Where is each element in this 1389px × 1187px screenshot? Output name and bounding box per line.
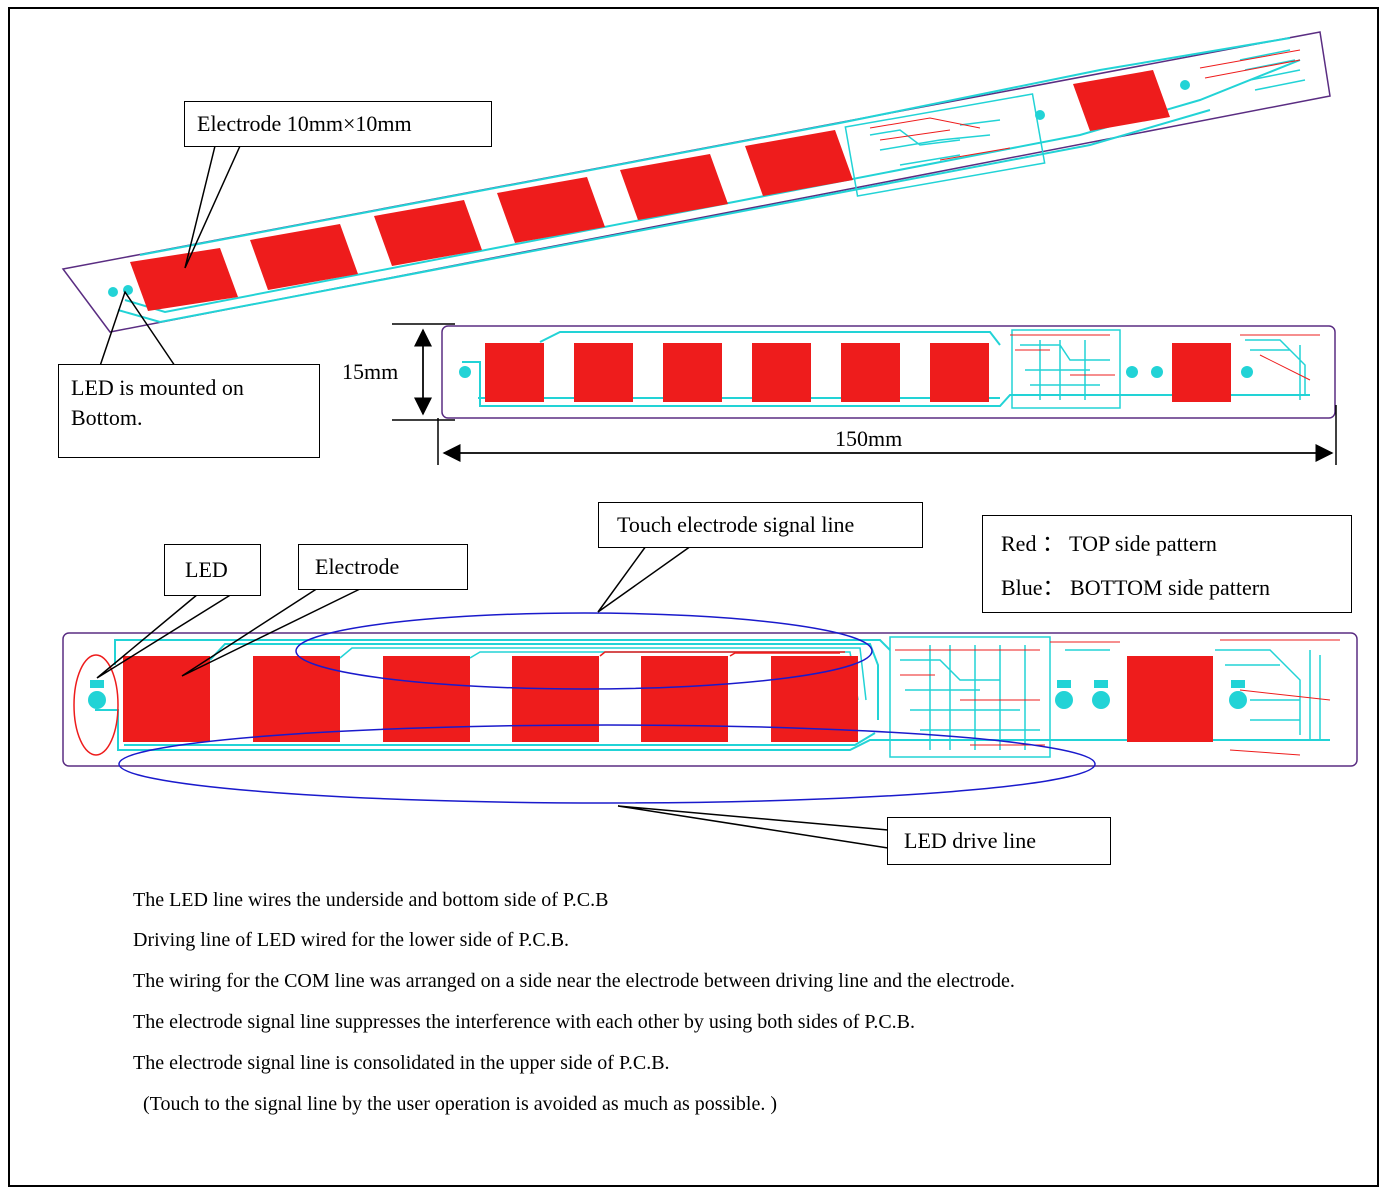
callout-led-mounted-line2: Bottom.: [71, 405, 143, 430]
callout-led-mounted: LED is mounted on Bottom.: [58, 364, 320, 458]
pcb-small-electrodes: [485, 343, 1231, 402]
pcb-flat-small: [441, 325, 1336, 419]
note-6: (Touch to the signal line by the user op…: [133, 1093, 778, 1115]
callout-led-mounted-line1: LED is mounted on: [71, 375, 244, 400]
pcb-perspective-view: [61, 31, 1331, 333]
pcb-perspective-electrodes: [130, 70, 1170, 311]
drive-line-ellipse: [118, 724, 1096, 804]
note-4: The electrode signal line suppresses the…: [133, 1011, 916, 1033]
legend-blue: Blue： BOTTOM side pattern: [1001, 575, 1271, 600]
dimension-lines: [392, 323, 1337, 465]
legend-box: Red ： TOP side pattern Blue： BOTTOM side…: [982, 515, 1352, 613]
callout-electrode-size: Electrode 10mm×10mm: [184, 101, 492, 147]
callout-led-drive-line: LED drive line: [887, 817, 1111, 865]
pcb-flat-large: [62, 632, 1358, 767]
note-2: Driving line of LED wired for the lower …: [133, 929, 570, 951]
note-3: The wiring for the COM line was arranged…: [133, 970, 1015, 992]
signal-line-ellipse: [295, 612, 873, 690]
callout-electrode: Electrode: [298, 544, 468, 590]
legend-red: Red ： TOP side pattern: [1001, 531, 1217, 556]
callout-led: LED: [164, 544, 261, 596]
dimension-height-label: 15mm: [342, 359, 399, 384]
callout-touch-signal-line: Touch electrode signal line: [598, 502, 923, 548]
pcb-small-outline: [441, 325, 1336, 419]
note-1: The LED line wires the underside and bot…: [133, 889, 609, 911]
callout-pointers: [96, 145, 889, 849]
dimension-width-label: 150mm: [835, 426, 903, 451]
pcb-large-outline: [62, 632, 1358, 767]
note-5: The electrode signal line is consolidate…: [133, 1052, 670, 1074]
led-highlight-ellipse: [73, 654, 119, 756]
pcb-large-electrodes: [123, 656, 1213, 742]
